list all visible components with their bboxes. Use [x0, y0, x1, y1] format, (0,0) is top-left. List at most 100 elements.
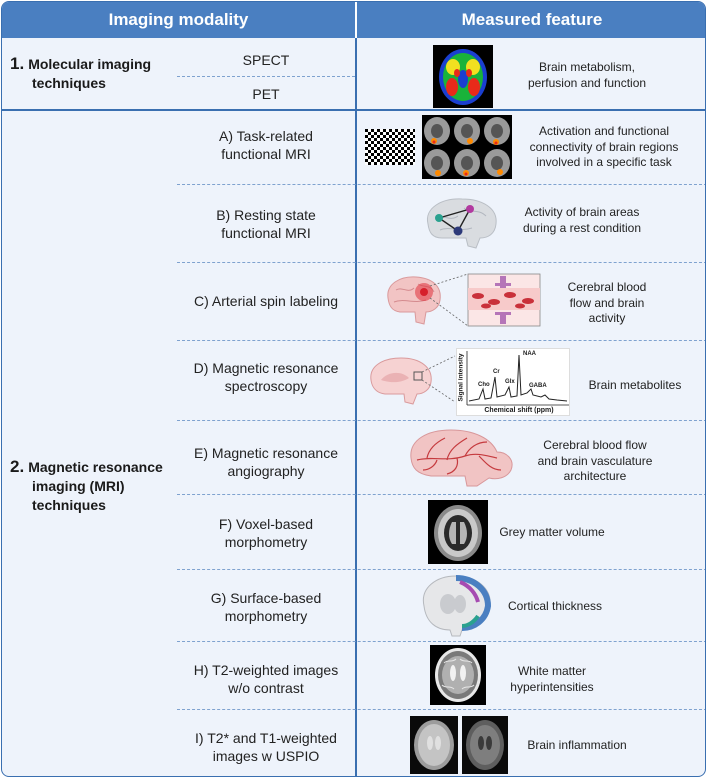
modality-mr-angiography: E) Magnetic resonance angiography	[177, 444, 355, 480]
angiography-brain-image	[410, 429, 513, 487]
feature-line: White matter	[517, 664, 586, 678]
feature-sbm: Cortical thickness	[500, 599, 610, 615]
feature-line: connectivity of brain regions	[529, 139, 679, 154]
modality-line: functional MRI	[221, 225, 311, 241]
modality-pet: PET	[252, 86, 280, 102]
modality-line: images w USPIO	[212, 748, 320, 764]
feature-line: Brain metabolites	[588, 378, 682, 392]
group-number: 1.	[10, 54, 25, 73]
table-header: Imaging modality Measured feature	[2, 2, 705, 38]
feature-line: Cortical thickness	[507, 599, 603, 613]
feature-line: Cerebral blood flow	[543, 438, 647, 452]
feature-line: during a rest condition	[522, 220, 642, 235]
asl-brain-vessel-image	[387, 273, 541, 327]
header-separator	[355, 2, 357, 38]
feature-line: Brain metabolism,	[538, 60, 636, 74]
feature-t2star-t1: Brain inflammation	[512, 738, 642, 754]
feature-line: flow and brain	[569, 295, 645, 310]
group-line: imaging (MRI)	[32, 478, 125, 494]
group-line: Magnetic resonance	[28, 459, 163, 475]
modality-task-fmri: A) Task-related functional MRI	[177, 127, 355, 163]
modality-line: G) Surface-based	[210, 590, 322, 606]
modality-line: I) T2* and T1-weighted	[195, 730, 337, 746]
row-divider	[177, 569, 705, 570]
feature-line: architecture	[563, 469, 627, 483]
modality-voxel-based-morphometry: F) Voxel-based morphometry	[177, 515, 355, 551]
row-divider	[177, 76, 355, 77]
surface-morphometry-brain-image	[422, 575, 492, 637]
feature-line: Activity of brain areas	[524, 205, 640, 219]
feature-line: Grey matter volume	[499, 525, 605, 539]
peak-label-gaba: GABA	[529, 383, 547, 389]
column-separator	[355, 38, 357, 776]
spectroscopy-brain-image	[370, 355, 456, 405]
modality-line: functional MRI	[221, 146, 311, 162]
modality-line: A) Task-related	[219, 128, 313, 144]
vbm-brain-image	[428, 500, 488, 564]
row-divider	[177, 494, 705, 495]
row-divider	[177, 340, 705, 341]
group-label-mri: 2.Magnetic resonance imaging (MRI) techn…	[10, 457, 163, 515]
modality-t2star-t1-uspio: I) T2* and T1-weighted images w USPIO	[177, 729, 355, 765]
group-line: techniques	[32, 75, 106, 91]
peak-label-glx: Glx	[505, 379, 515, 385]
t2star-brain-image	[410, 716, 458, 774]
modality-line: C) Arterial spin labeling	[194, 293, 338, 309]
modality-t2-weighted: H) T2-weighted images w/o contrast	[177, 661, 355, 697]
modality-line: H) T2-weighted images	[193, 662, 339, 678]
modality-line: angiography	[227, 463, 305, 479]
feature-line: activity	[588, 311, 626, 325]
t1-uspio-brain-image	[462, 716, 508, 774]
peak-label-cho: Cho	[478, 382, 490, 388]
modality-spect: SPECT	[242, 52, 290, 68]
modality-line: D) Magnetic resonance	[193, 360, 339, 376]
row-divider	[177, 184, 705, 185]
feature-line: Cerebral blood	[567, 280, 647, 294]
modality-line: spectroscopy	[224, 378, 308, 394]
pet-brain-image	[433, 45, 493, 108]
modality-line: E) Magnetic resonance	[194, 445, 338, 461]
feature-resting-fmri: Activity of brain areas during a rest co…	[502, 205, 662, 236]
feature-line: perfusion and function	[527, 75, 647, 90]
modality-arterial-spin-labeling: C) Arterial spin labeling	[177, 292, 355, 310]
spectrum-plot: Signal intensity Chemical shift (ppm) NA…	[456, 348, 570, 416]
resting-network-brain-image	[426, 198, 497, 249]
feature-t2: White matter hyperintensities	[492, 664, 612, 695]
feature-asl: Cerebral blood flow and brain activity	[547, 280, 667, 327]
header-imaging-modality: Imaging modality	[108, 10, 249, 29]
spectrum-xlabel: Chemical shift (ppm)	[484, 407, 554, 414]
group-label-molecular: 1.Molecular imaging techniques	[10, 54, 151, 93]
group-line: Molecular imaging	[28, 56, 152, 72]
feature-line: Brain inflammation	[527, 738, 627, 752]
peak-label-naa: NAA	[523, 351, 536, 357]
modality-line: w/o contrast	[228, 680, 304, 696]
group-number: 2.	[10, 457, 25, 476]
task-fmri-slices-image	[422, 115, 512, 179]
modality-line: morphometry	[224, 608, 308, 624]
modality-resting-fmri: B) Resting state functional MRI	[177, 206, 355, 242]
row-divider	[177, 709, 705, 710]
feature-line: involved in a specific task	[536, 155, 672, 169]
feature-angiography: Cerebral blood flow and brain vasculatur…	[520, 438, 670, 485]
row-divider	[177, 420, 705, 421]
modality-line: B) Resting state	[216, 207, 316, 223]
checkerboard-icon	[365, 129, 415, 165]
feature-vbm: Grey matter volume	[492, 525, 612, 541]
t2-brain-image	[430, 645, 486, 705]
group-separator	[2, 109, 705, 111]
row-divider	[177, 641, 705, 642]
spectrum-ylabel: Signal intensity	[457, 353, 465, 402]
modality-line: morphometry	[224, 534, 308, 550]
group-line: techniques	[32, 497, 106, 513]
header-measured-feature: Measured feature	[461, 10, 603, 29]
feature-task-fmri: Activation and functional connectivity o…	[514, 124, 694, 171]
modality-mr-spectroscopy: D) Magnetic resonance spectroscopy	[177, 359, 355, 395]
feature-line: hyperintensities	[510, 679, 594, 694]
modality-surface-based-morphometry: G) Surface-based morphometry	[177, 589, 355, 625]
feature-molecular: Brain metabolism, perfusion and function	[502, 60, 672, 91]
feature-spectroscopy: Brain metabolites	[580, 378, 690, 394]
modality-line: F) Voxel-based	[218, 516, 314, 532]
feature-line: Activation and functional	[538, 124, 670, 138]
feature-line: and brain vasculature	[537, 453, 653, 468]
